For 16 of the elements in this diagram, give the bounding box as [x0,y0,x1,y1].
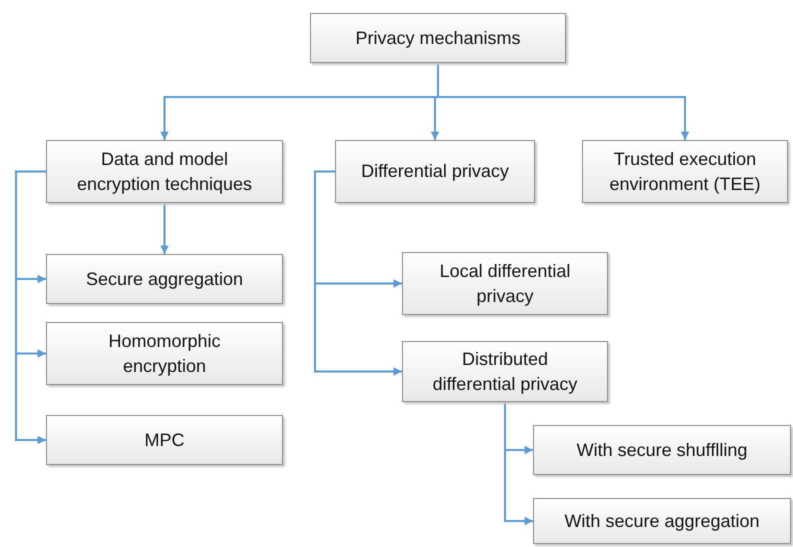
category-box: With secure aggregation [533,498,791,544]
connector-arrow [314,170,402,376]
category-box: Trusted execution environment (TEE) [582,140,788,203]
category-box: MPC [46,415,283,465]
connector-arrow [437,63,690,140]
category-box: Data and model encryption techniques [46,140,283,203]
category-box: Distributed differential privacy [402,341,608,402]
category-box: Homomorphic encryption [46,322,283,385]
connector-arrow [15,170,46,444]
category-box: Secure aggregation [46,254,283,304]
connector-arrow [504,402,533,526]
category-box: With secure shufflling [533,425,791,475]
category-box: Local differential privacy [402,252,608,315]
connector-arrow [160,203,169,254]
category-box: Privacy mechanisms [310,13,566,63]
category-box: Differential privacy [335,140,535,203]
